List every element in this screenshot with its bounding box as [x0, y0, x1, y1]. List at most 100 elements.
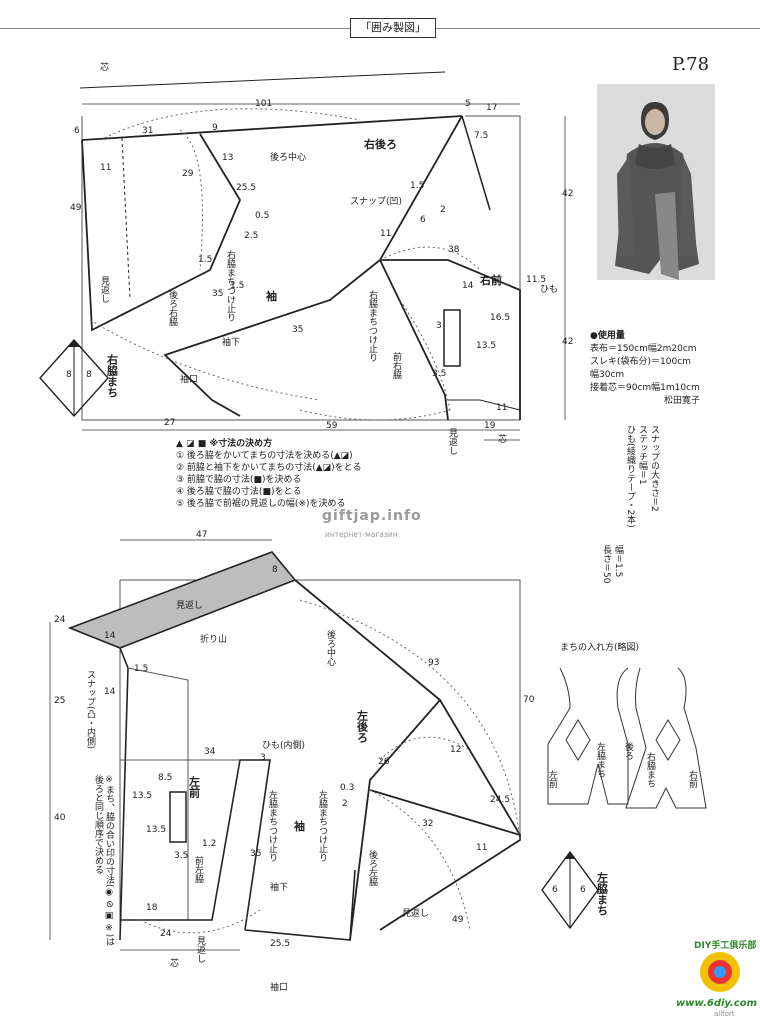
top-dim-labels: 芯 101 5 17 6 31 9 7.5 13 29 11 49 42 25.… [66, 61, 573, 431]
vertical-note: ステッチ幅＝1 [637, 425, 647, 485]
label-facing: 見返し [99, 276, 110, 303]
label-g-left-side-gusset: 左脇まち [595, 741, 606, 778]
label-snap-recessed: スナップ(凹) [350, 196, 402, 207]
dim-label: 25.5 [236, 183, 256, 193]
watermark-site: giftjap.info [322, 508, 422, 524]
dim-label: 6 [552, 885, 558, 895]
dim-label: 29 [182, 169, 194, 179]
dim-label: 3 [260, 753, 266, 763]
dim-label: 11 [496, 403, 507, 413]
label-back-left-side: 後ろ左脇 [367, 849, 378, 887]
page-number: P.78 [672, 54, 710, 75]
dim-label: 25 [54, 696, 65, 706]
watermark-sub: интернет-магазин [325, 530, 398, 539]
dim-label: 25.5 [270, 939, 290, 949]
diy-logo: DIY手工俱乐部 [690, 930, 756, 1020]
label-back-center: 後ろ中心 [270, 151, 306, 163]
dim-label: 5 [465, 99, 471, 109]
dim-label: 18 [146, 903, 158, 913]
label-right-side-gusset: 右脇まち [106, 353, 120, 398]
label-right-side-gusset-stop: 右脇まちつけ止り [225, 249, 236, 322]
bottom-dim-labels: 47 8 24 14 1.5 14 93 25 70 34 3 8.5 13.5… [54, 530, 586, 949]
dim-label: 1.2 [202, 839, 216, 849]
label-gusset-title: まちの入れ方(略図) [560, 641, 639, 653]
dim-label: 11 [100, 163, 111, 173]
dim-label: 11 [476, 843, 487, 853]
dim-label: 3 [436, 321, 442, 331]
label-himo: ひも [540, 284, 558, 295]
label-facing-2: 見返し [447, 428, 458, 455]
dim-label: 13 [222, 153, 233, 163]
dim-label: 6 [580, 885, 586, 895]
dim-label: 38 [448, 245, 460, 255]
label-facing-3: 見返し [176, 599, 203, 611]
top-text-labels: 右後ろ 後ろ中心 スナップ(凹) 右脇まちつけ止り 袖 後ろ右脇 見返し 袖下 … [99, 137, 558, 455]
dim-label: 8.5 [158, 773, 172, 783]
dim-label: 27 [164, 418, 175, 428]
vertical-note: 長さ＝50 [601, 545, 611, 584]
label-front-left-side: 前左脇 [193, 855, 204, 884]
dim-label: 70 [523, 695, 535, 705]
label-cuff: 袖口 [180, 373, 198, 385]
rule-item: ⑤ 後ろ脇で前裾の見返しの幅(※)を決める [176, 499, 346, 509]
label-sleeve: 袖 [266, 289, 277, 303]
dim-label: 6 [74, 126, 80, 136]
gusset-schematic [547, 667, 707, 809]
label-left-side-gusset-stop: 左脇まちつけ止り [267, 789, 278, 862]
label-facing-5: 見返し [195, 936, 206, 963]
dim-label: 3.5 [432, 369, 446, 379]
label-left-back: 左後ろ [356, 709, 370, 744]
dim-label: 8 [272, 565, 278, 575]
label-left-side-gusset: 左脇まち [596, 871, 610, 916]
dim-label: 7.5 [474, 131, 488, 141]
rule-item: ③ 前脇で脇の寸法(■)を決める [176, 475, 302, 485]
materials-line: 表布＝150cm幅2m20cm [590, 344, 697, 354]
dim-label: 101 [255, 99, 272, 109]
section-header: 「囲み製図」 [350, 18, 436, 38]
label-shin-2: 芯 [498, 433, 507, 445]
dim-label: 35 [212, 289, 223, 299]
rule-item: ① 後ろ脇をかいてまちの寸法を決める(▲◪) [176, 451, 353, 461]
left-side-gusset-shape [541, 850, 599, 930]
dim-label: 31 [142, 126, 153, 136]
dim-label: 13.5 [132, 791, 152, 801]
label-right-side-gusset-stop-2: 右脇まちつけ止り [367, 289, 378, 362]
label-left-side-gusset-stop-2: 左脇まちつけ止り [317, 789, 328, 862]
dim-label: 32 [422, 819, 433, 829]
dim-label: 24.5 [490, 795, 510, 805]
dim-label: 13.5 [146, 825, 166, 835]
dim-label: 47 [196, 530, 207, 540]
bottom-pattern-lines [49, 539, 521, 951]
label-folding: 折り山 [200, 633, 227, 645]
logo-text: DIY手工俱乐部 [694, 939, 756, 951]
dim-label: 24 [160, 929, 172, 939]
label-front-right-side: 前右脇 [391, 351, 402, 380]
label-sleeve-under: 袖下 [222, 336, 240, 348]
dim-label: 26 [378, 757, 390, 767]
materials-line: 接着芯＝90cm幅1m10cm [590, 383, 700, 393]
vertical-note: 幅＝1.5 [613, 545, 623, 578]
dim-label: 42 [562, 337, 573, 347]
dim-label: 11 [380, 229, 391, 239]
side-note: ※まち、脇の合い印の寸法(◉ ⊘ ▣ ※)は後ろと同じ順序で決める [93, 775, 114, 947]
vertical-note: スナップの大きさ＝2 [649, 425, 659, 512]
label-snap-convex-inner: スナップ(凸・内側) [85, 670, 96, 749]
label-g-right-side-gusset: 右脇まち [645, 751, 656, 788]
model-photo-illustration [597, 84, 715, 280]
label-sleeve-2: 袖 [294, 819, 305, 833]
dim-label: 49 [70, 203, 82, 213]
dim-label: 11.5 [526, 275, 546, 285]
diy-logo-mark: DIY手工俱乐部 [694, 939, 756, 992]
dim-label: 2.5 [244, 231, 258, 241]
label-right-front: 右前 [479, 273, 502, 287]
materials-box: ●使用量 表布＝150cm幅2m20cm スレキ(袋布分)＝100cm 幅30c… [590, 330, 750, 408]
dim-label: 0.3 [340, 783, 354, 793]
label-back-center-2: 後ろ中心 [325, 629, 336, 666]
dim-label: 2 [440, 205, 446, 215]
dim-label: 8 [86, 370, 92, 380]
label-right-back: 右後ろ [363, 137, 397, 151]
label-left-front: 左前 [188, 775, 202, 799]
logo-url: www.6diy.com [676, 998, 758, 1009]
rule-item: ④ 後ろ脇で脇の寸法(■)をとる [176, 487, 302, 497]
